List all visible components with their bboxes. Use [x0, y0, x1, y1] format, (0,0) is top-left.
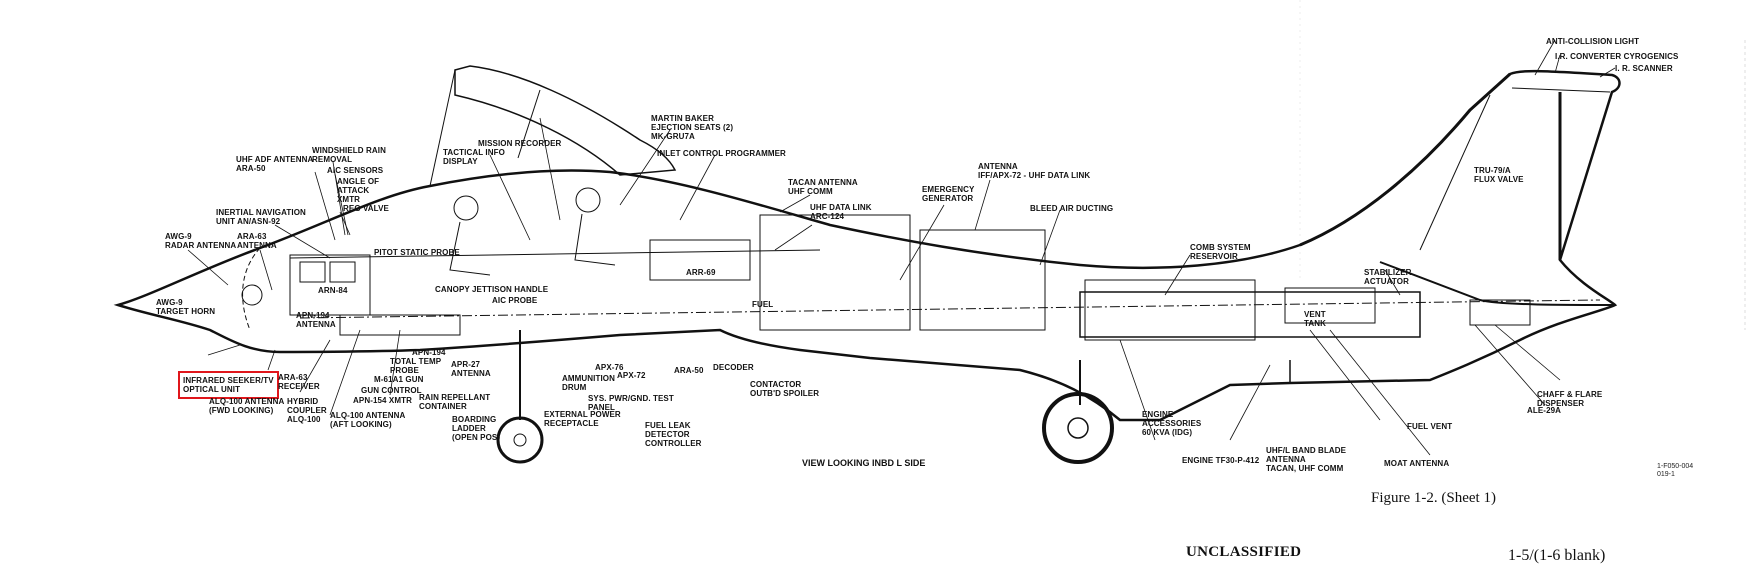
gun — [339, 314, 461, 336]
label-tactical-info-display: TACTICAL INFO DISPLAY — [443, 148, 505, 166]
label-arr69: ARR-69 — [686, 268, 716, 277]
label-aic-sensors: AIC SENSORS — [327, 166, 384, 175]
label-vent-tank: VENT TANK — [1304, 310, 1327, 328]
label-ammunition-drum: AMMUNITION DRUM — [562, 374, 615, 392]
label-decoder: DECODER — [713, 363, 754, 372]
radome — [242, 247, 261, 331]
vertical-tail — [1299, 72, 1512, 247]
main-wheel — [1042, 392, 1114, 464]
label-m61a1-gun: M-61A1 GUN — [374, 375, 424, 384]
label-sys-pwr-gnd-test: SYS. PWR/GND. TEST PANEL — [588, 394, 674, 412]
label-ale29a: ALE-29A — [1527, 406, 1562, 415]
label-ir-converter: I.R. CONVERTER CYROGENICS — [1555, 52, 1679, 61]
label-chaff-flare-dispenser: CHAFF & FLARE DISPENSER — [1537, 390, 1603, 408]
label-martin-baker-seats: MARTIN BAKER EJECTION SEATS (2) MK-GRU7A — [651, 114, 734, 141]
label-inertial-navigation: INERTIAL NAVIGATION UNIT AN/ASN-92 — [216, 208, 306, 226]
label-uhf-l-band-blade: UHF/L BAND BLADE ANTENNA TACAN, UHF COMM — [1266, 446, 1347, 473]
figure-caption: Figure 1-2. (Sheet 1) — [1371, 490, 1496, 506]
engine — [1079, 291, 1421, 338]
label-uhf-data-link: UHF DATA LINK ARC-124 — [810, 203, 872, 221]
label-pitot-static-probe: PITOT STATIC PROBE — [374, 248, 460, 257]
label-boarding-ladder: BOARDING LADDER (OPEN POS) — [452, 415, 501, 442]
label-engine-accessories: ENGINE ACCESSORIES 60 KVA (IDG) — [1142, 410, 1202, 437]
view-label: VIEW LOOKING INBD L SIDE — [802, 458, 926, 468]
label-gun-control: GUN CONTROL — [361, 386, 422, 395]
label-awg9-target-horn: AWG-9 TARGET HORN — [156, 298, 216, 316]
label-apn194: APN-194 — [412, 348, 446, 357]
label-apn154-xmtr: APN-154 XMTR — [353, 396, 412, 405]
leader-lines — [187, 39, 1616, 456]
label-apx72: APX-72 — [617, 371, 646, 380]
label-comb-system-reservoir: COMB SYSTEM RESERVOIR — [1190, 243, 1251, 261]
label-emergency-generator: EMERGENCY GENERATOR — [922, 185, 975, 203]
label-total-temp-probe: TOTAL TEMP PROBE — [390, 357, 442, 375]
label-windshield-rain-removal: WINDSHIELD RAIN REMOVAL — [312, 146, 386, 164]
label-uhf-adf-antenna: UHF ADF ANTENNA ARA-50 — [236, 155, 314, 173]
label-alq100-aft: ALQ-100 ANTENNA (AFT LOOKING) — [330, 411, 406, 429]
classification-marking: UNCLASSIFIED — [1186, 544, 1302, 560]
label-awg9-radar-antenna: AWG-9 RADAR ANTENNA — [165, 232, 237, 250]
label-hybrid-coupler: HYBRID COUPLER ALQ-100 — [287, 397, 327, 424]
label-alq100-fwd: ALQ-100 ANTENNA (FWD LOOKING) — [209, 397, 285, 415]
label-inlet-control-programmer: INLET CONTROL PROGRAMMER — [657, 149, 786, 158]
label-ara63-antenna: ARA-63 ANTENNA — [237, 232, 277, 250]
drawing-code: 1-F050-004 019-1 — [1657, 463, 1694, 478]
label-apn194-antenna: APN-194 ANTENNA — [296, 311, 336, 329]
label-external-power: EXTERNAL POWER RECEPTACLE — [544, 410, 621, 428]
label-ara50: ARA-50 — [674, 366, 704, 375]
label-arn84: ARN-84 — [318, 286, 348, 295]
label-anti-collision-light: ANTI-COLLISION LIGHT — [1546, 37, 1640, 46]
label-contactor-spoiler: CONTACTOR OUTB'D SPOILER — [750, 380, 820, 398]
label-ir-scanner: I. R. SCANNER — [1615, 64, 1673, 73]
fuselage-outline — [113, 69, 1621, 422]
nose-wheel — [496, 416, 544, 464]
page-number: 1-5/(1-6 blank) — [1508, 547, 1606, 564]
label-tacan-antenna: TACAN ANTENNA UHF COMM — [788, 178, 858, 196]
label-rain-repellant: RAIN REPELLANT CONTAINER — [419, 393, 491, 411]
label-apx76: APX-76 — [595, 363, 624, 372]
label-infrared-seeker-highlighted: INFRARED SEEKER/TV OPTICAL UNIT — [178, 371, 279, 399]
label-fuel-vent: FUEL VENT — [1407, 422, 1453, 431]
label-stabilizer-actuator: STABILIZER ACTUATOR — [1364, 268, 1412, 286]
label-canopy-jettison-handle: CANOPY JETTISON HANDLE — [435, 285, 549, 294]
label-ara63-receiver: ARA-63 RECEIVER — [278, 373, 320, 391]
label-bleed-air-ducting: BLEED AIR DUCTING — [1030, 204, 1114, 213]
label-moat-antenna: MOAT ANTENNA — [1384, 459, 1450, 468]
label-antenna-iff: ANTENNA IFF/APX-72 - UHF DATA LINK — [978, 162, 1091, 180]
label-aic-probe: AIC PROBE — [492, 296, 538, 305]
canopy — [454, 65, 677, 176]
label-tru79a-flux-valve: TRU-79/A FLUX VALVE — [1474, 166, 1524, 184]
label-reg-valve: REG VALVE — [343, 204, 389, 213]
label-fuel: FUEL — [752, 300, 774, 309]
label-angle-of-attack-xmtr: ANGLE OF ATTACK XMTR — [337, 177, 380, 204]
label-fuel-leak-detector: FUEL LEAK DETECTOR CONTROLLER — [645, 421, 702, 448]
label-apr27-antenna: APR-27 ANTENNA — [451, 360, 491, 378]
label-engine-tf30: ENGINE TF30-P-412 — [1182, 456, 1260, 465]
label-mission-recorder: MISSION RECORDER — [478, 139, 562, 148]
